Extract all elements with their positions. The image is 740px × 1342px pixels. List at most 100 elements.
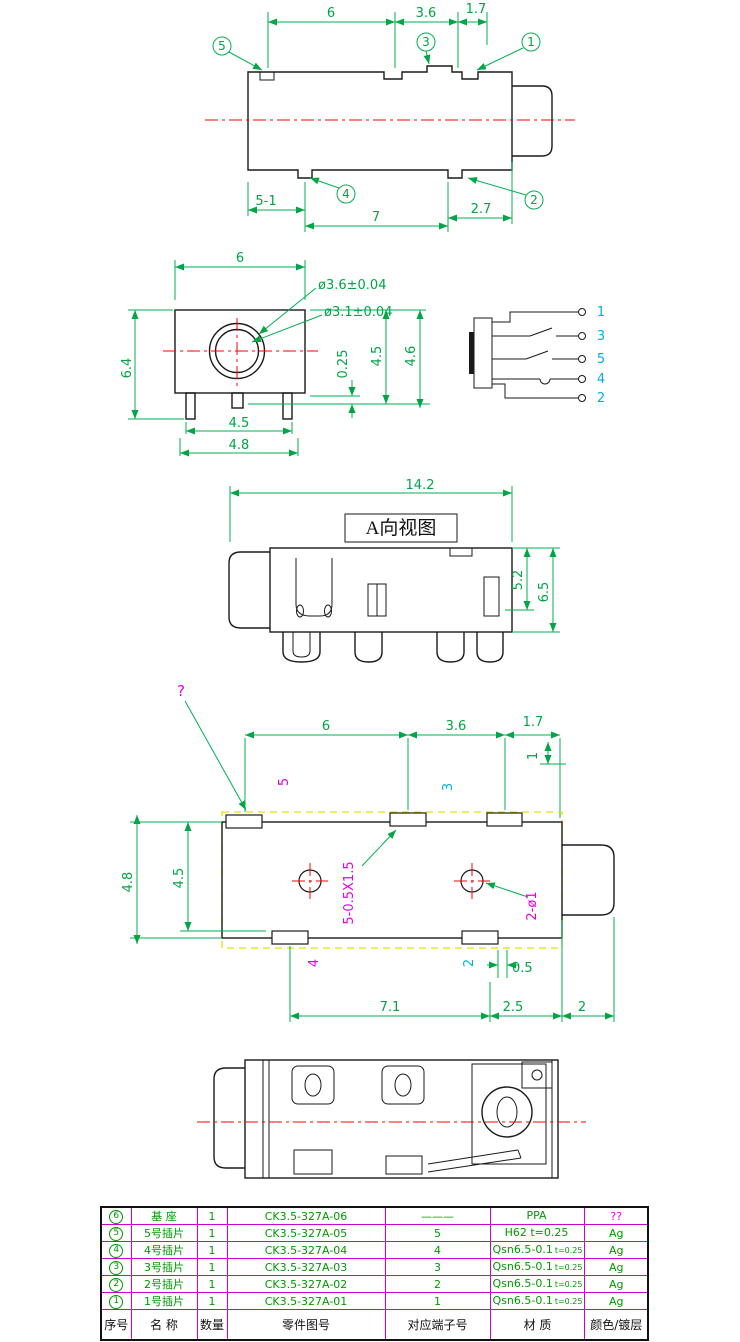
- dim-label: 3.6: [446, 719, 467, 734]
- dim-label: 6.4: [120, 358, 135, 379]
- pad-label-5: 5: [277, 778, 292, 786]
- dim-label: 1: [526, 752, 541, 760]
- part-no-cell: CK3.5-327A-03: [226, 1258, 386, 1276]
- pad-1: [486, 812, 523, 827]
- terminal-cell: 3: [384, 1258, 491, 1276]
- dim-label: 4.8: [229, 438, 250, 453]
- terminal-cell: 2: [384, 1275, 491, 1293]
- dim-label: 4.5: [229, 416, 250, 431]
- dim-label: 0.5: [512, 961, 533, 976]
- terminal-cell: 4: [384, 1241, 491, 1259]
- plating-cell: Ag: [584, 1275, 649, 1293]
- header-seq: 序号: [100, 1309, 132, 1341]
- dim-label: 5.2: [511, 570, 526, 591]
- pin-label-1: 1: [597, 305, 605, 320]
- qty-cell: 1: [196, 1206, 228, 1225]
- dim-label: 2: [578, 1000, 586, 1015]
- assembled-bottom-view: [197, 1059, 586, 1179]
- dim-label: 1.7: [523, 715, 544, 730]
- view-a-label-box: [344, 513, 458, 543]
- header-part-no: 零件图号: [226, 1309, 386, 1341]
- part-no-cell: CK3.5-327A-01: [226, 1292, 386, 1310]
- seq-cell: 2: [100, 1275, 132, 1293]
- qty-cell: 1: [196, 1275, 228, 1293]
- slot-dim-label: 5-0.5X1.5: [342, 861, 357, 924]
- part-no-cell: CK3.5-327A-05: [226, 1224, 386, 1242]
- pad-label-2: 2: [462, 959, 477, 967]
- pad-3: [389, 812, 427, 827]
- dim-label: 5-1: [255, 194, 276, 209]
- dim-label: 7: [372, 210, 380, 225]
- material-text: Qsn6.5-0.1: [492, 1294, 553, 1307]
- dim-label: 4.8: [121, 872, 136, 893]
- dim-label: 4.6: [404, 346, 419, 367]
- hole-dim-label: 2-ø1: [525, 891, 540, 920]
- plating-cell: ??: [584, 1206, 649, 1225]
- callout-label: 4: [342, 187, 350, 201]
- pin-label-2: 2: [597, 391, 605, 406]
- seq-badge: 5: [109, 1227, 124, 1241]
- front-view-drawing: 6 ø3.6±0.04 ø3.1±0.04 6.4 0.25 4.5 4.6 4…: [120, 251, 430, 457]
- plating-cell: Ag: [584, 1241, 649, 1259]
- dim-label: 0.25: [336, 350, 351, 379]
- material-text: PPA: [526, 1209, 547, 1222]
- callout-label: 5: [218, 39, 226, 53]
- material-sub-text: t=0.25: [554, 1297, 583, 1306]
- dim-label: 4.5: [370, 346, 385, 367]
- callout-5: 5: [212, 36, 263, 71]
- plating-cell: Ag: [584, 1224, 649, 1242]
- dim-label: 2.5: [503, 1000, 524, 1015]
- callout-label: 1: [527, 35, 535, 49]
- callout-3: 3: [416, 32, 436, 65]
- qty-cell: 1: [196, 1258, 228, 1276]
- material-text: Qsn6.5-0.1: [492, 1243, 553, 1256]
- drawing-views: 6 3.6 1.7 5 3 1 4 2: [120, 2, 615, 1179]
- material-sub-text: t=0.25: [554, 1280, 583, 1289]
- pad-5: [225, 814, 263, 829]
- table-row: 6 基 座 1 CK3.5-327A-06 ——— PPA ??: [100, 1206, 649, 1225]
- dim-label: 6: [236, 251, 244, 266]
- part-no-cell: CK3.5-327A-02: [226, 1275, 386, 1293]
- pad-4: [271, 930, 309, 945]
- terminal-cell: ———: [384, 1206, 491, 1225]
- name-cell: 4号插片: [130, 1241, 198, 1259]
- plating-cell: Ag: [584, 1258, 649, 1276]
- qty-cell: 1: [196, 1241, 228, 1259]
- part-no-cell: CK3.5-327A-06: [226, 1206, 386, 1225]
- dim-label-inner-diameter: ø3.1±0.04: [324, 305, 392, 320]
- callout-4: 4: [309, 177, 356, 204]
- pcb-outline: [221, 811, 563, 949]
- header-terminal: 对应端子号: [384, 1309, 491, 1341]
- question-label: ?: [177, 682, 185, 700]
- table-header-row: 序号 名 称 数量 零件图号 对应端子号 材 质 颜色/镀层: [100, 1309, 649, 1341]
- name-cell: 基 座: [130, 1206, 198, 1225]
- seq-cell: 6: [100, 1206, 132, 1225]
- header-plating: 颜色/镀层: [584, 1309, 649, 1341]
- pin-schematic: 1 3 5 4 2: [469, 305, 605, 406]
- view-a-title: A向视图: [366, 517, 437, 539]
- dim-label: 6.5: [537, 582, 552, 603]
- callout-label: 3: [422, 35, 430, 49]
- callout-1: 1: [476, 32, 541, 71]
- name-cell: 5号插片: [130, 1224, 198, 1242]
- seq-cell: 4: [100, 1241, 132, 1259]
- view-a-drawing: 14.2 A向视图 5.2 6.5: [228, 478, 560, 663]
- material-sub-text: t=0.25: [554, 1263, 583, 1272]
- pin-label-3: 3: [597, 329, 605, 344]
- header-qty: 数量: [196, 1309, 228, 1341]
- parts-table: 6 基 座 1 CK3.5-327A-06 ——— PPA ?? 5 5号插片 …: [100, 1206, 649, 1341]
- pad-2: [461, 930, 499, 945]
- seq-cell: 5: [100, 1224, 132, 1242]
- callout-label: 2: [530, 193, 538, 207]
- dim-label: 1.7: [466, 2, 487, 17]
- pad-label-4: 4: [307, 959, 322, 967]
- terminal-cell: 5: [384, 1224, 491, 1242]
- dim-label: 3.6: [416, 6, 437, 21]
- material-text: Qsn6.5-0.1: [492, 1260, 553, 1273]
